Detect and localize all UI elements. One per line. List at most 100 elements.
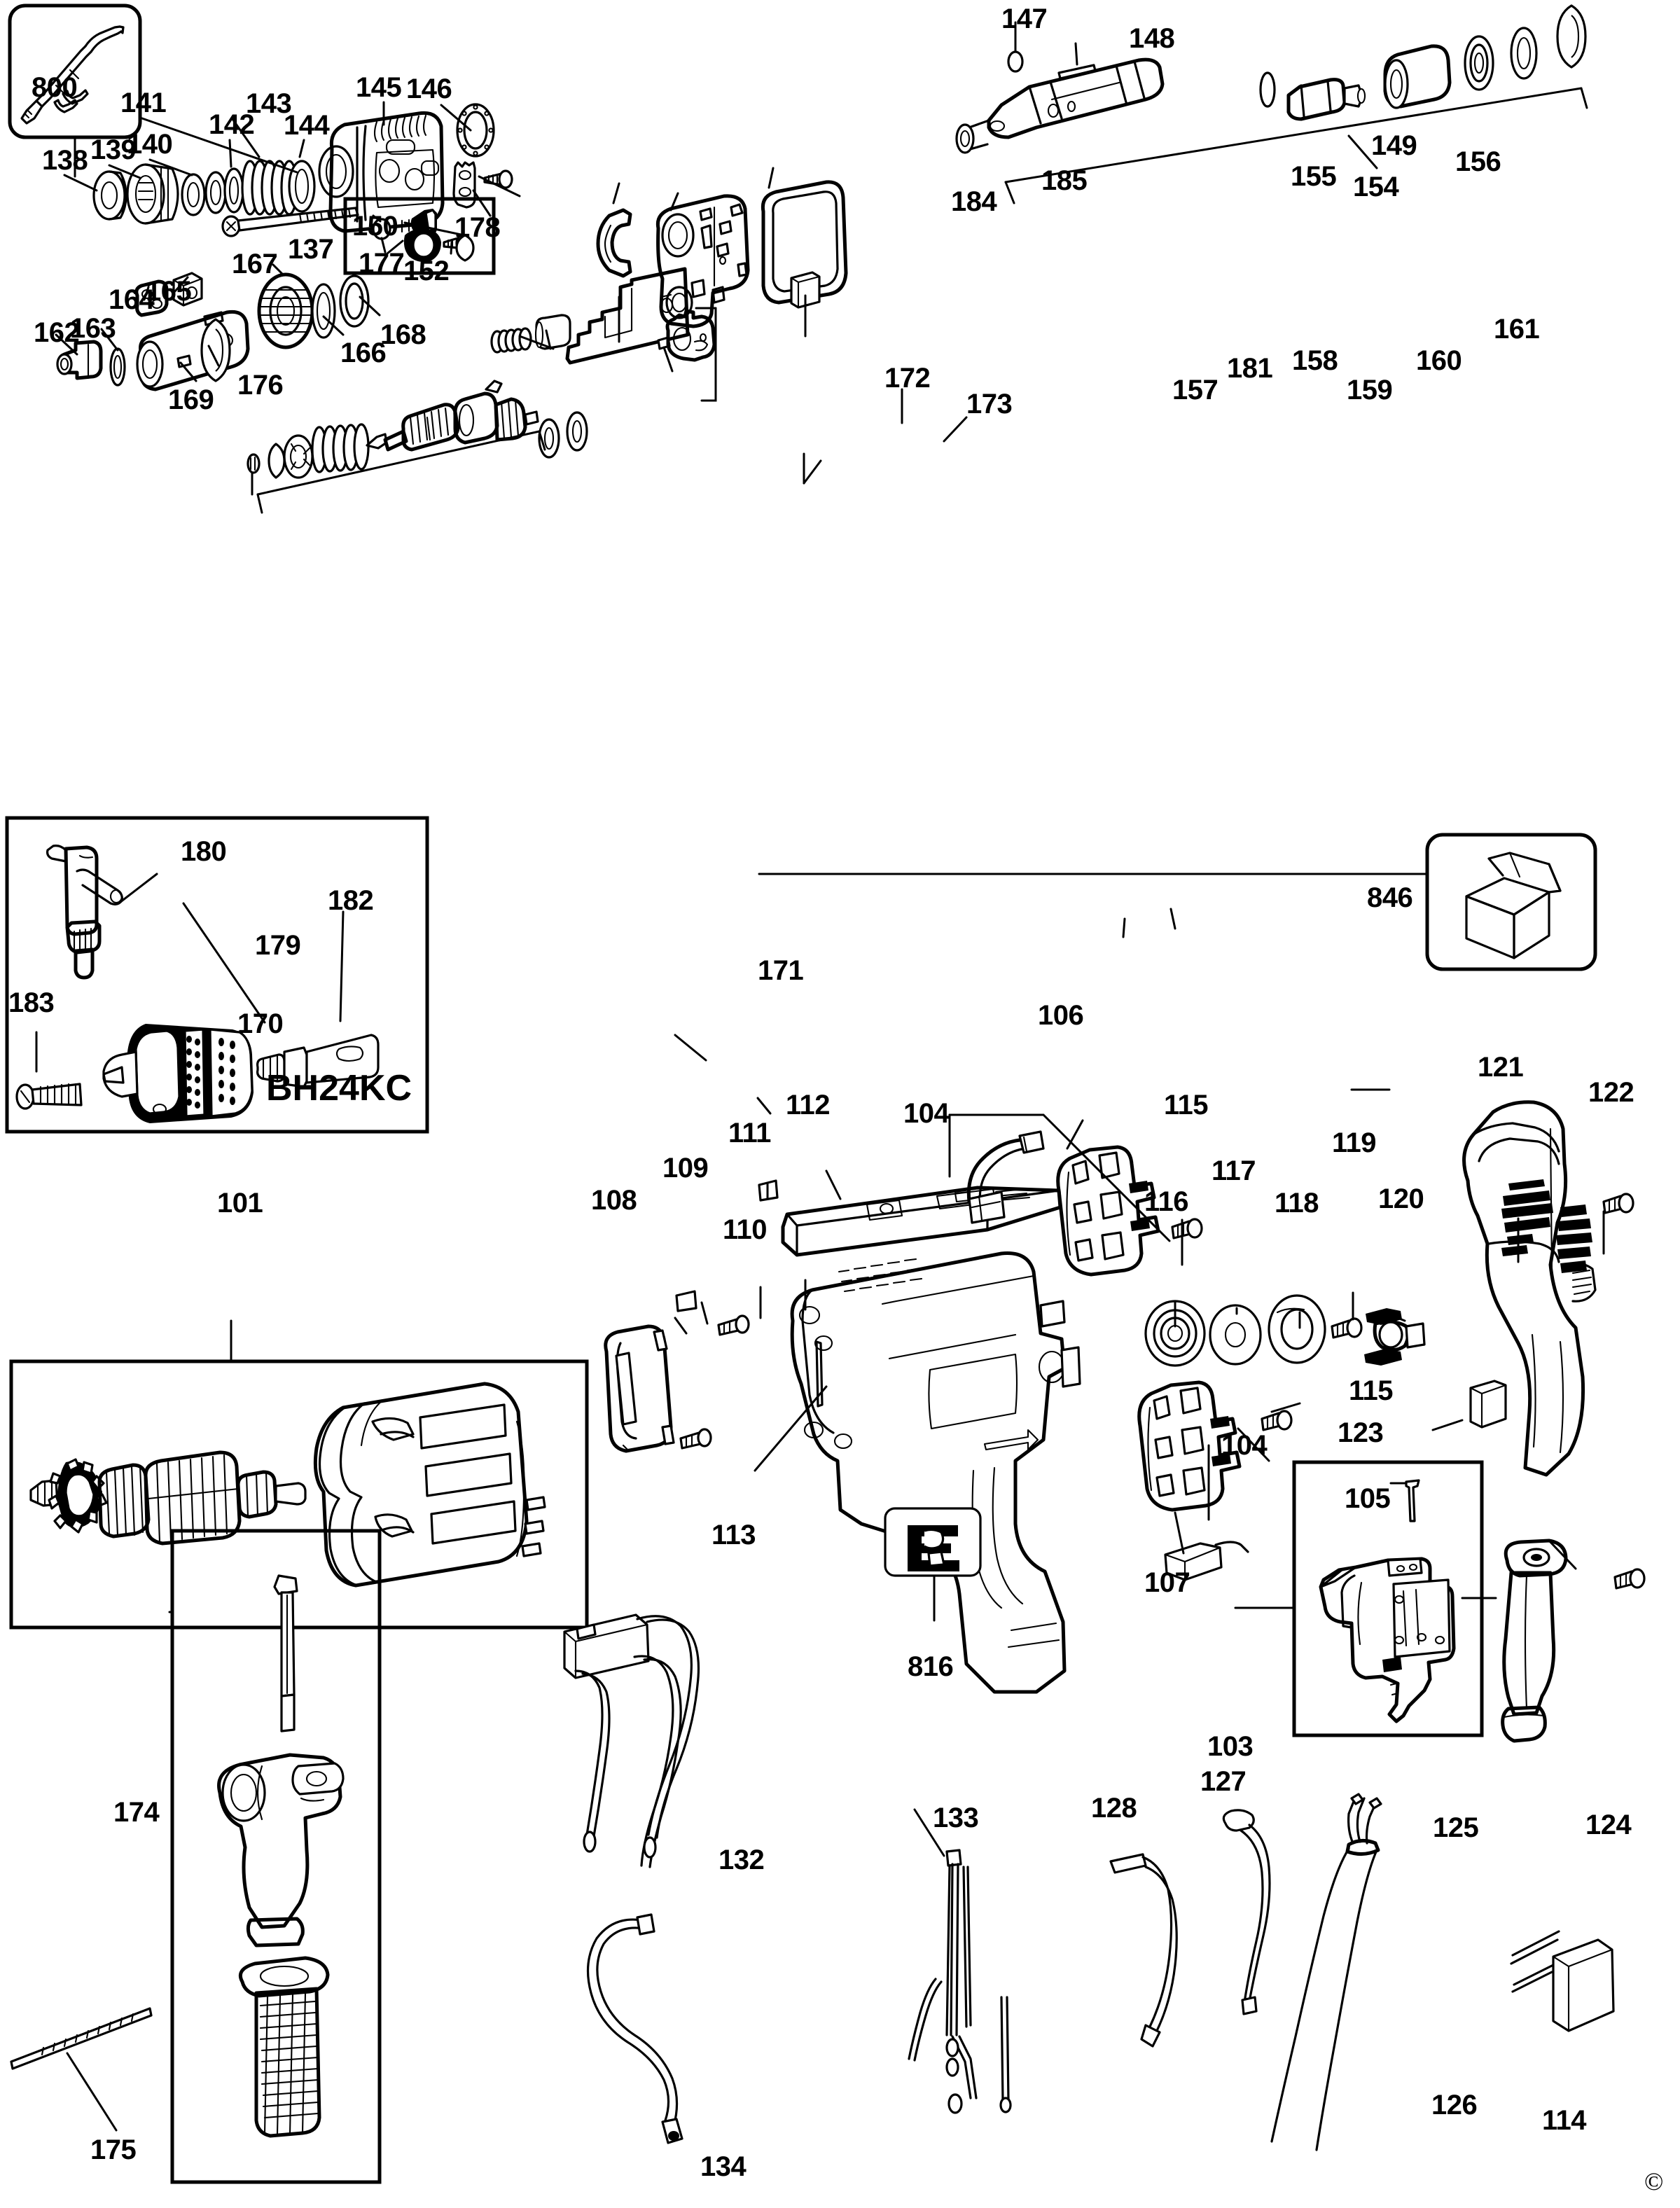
- copyright-symbol: ©: [1644, 2167, 1664, 2195]
- callout-179: 179: [255, 930, 301, 961]
- callout-178: 178: [454, 212, 501, 243]
- callout-800: 800: [32, 72, 78, 103]
- callout-163: 163: [70, 313, 116, 344]
- callout-117: 117: [1212, 1155, 1256, 1186]
- callout-144: 144: [284, 110, 330, 141]
- callout-104: 104: [903, 1098, 950, 1129]
- callout-150: 150: [352, 211, 398, 242]
- callout-140: 140: [127, 129, 173, 160]
- callout-154: 154: [1353, 172, 1399, 202]
- motor-box-101: [9, 1319, 589, 1630]
- callout-104b: 104: [1221, 1430, 1268, 1461]
- callout-155: 155: [1291, 161, 1337, 192]
- callout-125: 125: [1433, 1812, 1479, 1843]
- callout-110: 110: [723, 1214, 768, 1245]
- callout-123: 123: [1338, 1417, 1384, 1448]
- callout-167: 167: [232, 249, 278, 279]
- callout-171: 171: [758, 955, 804, 986]
- callout-147: 147: [1001, 4, 1048, 34]
- callout-174: 174: [113, 1797, 160, 1828]
- mode-selector-box: [343, 197, 496, 275]
- callout-128: 128: [1091, 1793, 1137, 1824]
- callout-132: 132: [718, 1845, 765, 1875]
- callout-169: 169: [168, 384, 214, 415]
- spindle-group: [55, 263, 381, 391]
- callout-170: 170: [237, 1008, 284, 1039]
- callout-149: 149: [1371, 130, 1417, 161]
- callout-846: 846: [1367, 882, 1413, 913]
- callout-119: 119: [1332, 1127, 1377, 1158]
- callout-101: 101: [217, 1188, 263, 1218]
- callout-115: 115: [1164, 1090, 1209, 1120]
- callout-133: 133: [933, 1803, 979, 1833]
- callout-126: 126: [1431, 2090, 1478, 2120]
- case-box-846: [758, 833, 1597, 971]
- callout-112: 112: [786, 1090, 831, 1120]
- side-handle-grip: [1461, 1539, 1577, 1743]
- callout-156: 156: [1455, 146, 1501, 177]
- callout-122: 122: [1588, 1077, 1634, 1108]
- callout-103: 103: [1207, 1731, 1254, 1762]
- main-housing-113: [790, 1251, 1081, 1694]
- callout-157: 157: [1172, 375, 1219, 405]
- callout-109: 109: [662, 1153, 709, 1183]
- hammer-front-parts: [92, 160, 359, 237]
- callout-115b: 115: [1349, 1375, 1394, 1406]
- callout-141: 141: [120, 88, 167, 118]
- callout-105: 105: [1345, 1483, 1391, 1514]
- intermediate-shaft-group: [247, 380, 968, 514]
- callout-111: 111: [728, 1118, 771, 1148]
- callout-120: 120: [1378, 1183, 1424, 1214]
- callout-168: 168: [380, 319, 426, 350]
- side-handle-box-174: [168, 1529, 382, 2184]
- callout-138: 138: [42, 145, 88, 176]
- callout-177: 177: [359, 248, 405, 279]
- callout-164: 164: [109, 284, 155, 315]
- callout-181: 181: [1227, 353, 1273, 384]
- bearing-group: [1144, 1218, 1426, 1431]
- callout-114: 114: [1542, 2105, 1587, 2136]
- callout-160: 160: [1416, 345, 1462, 376]
- handle-cover-group: [1431, 1100, 1646, 1590]
- callout-139: 139: [90, 134, 137, 165]
- callout-124: 124: [1585, 1810, 1632, 1840]
- field-housing-group: [604, 1169, 1081, 1694]
- callout-816: 816: [908, 1651, 954, 1682]
- callout-134: 134: [700, 2151, 747, 2182]
- callout-142: 142: [209, 109, 255, 140]
- callout-145: 145: [356, 72, 402, 103]
- callout-184: 184: [951, 186, 997, 217]
- leader-lines: [63, 101, 521, 217]
- callout-143: 143: [246, 88, 292, 119]
- callout-148: 148: [1129, 23, 1175, 54]
- callout-182: 182: [328, 885, 374, 916]
- callout-180: 180: [181, 836, 227, 867]
- callout-166: 166: [340, 338, 387, 368]
- callout-121: 121: [1478, 1052, 1524, 1083]
- callout-176: 176: [237, 370, 284, 401]
- callout-183: 183: [8, 987, 55, 1018]
- chuck-kit-box-BH24KC: [5, 816, 429, 1134]
- callout-172: 172: [884, 363, 931, 394]
- callout-173: 173: [966, 389, 1013, 419]
- callout-158: 158: [1292, 345, 1338, 376]
- callout-175: 175: [90, 2134, 137, 2165]
- accessory-box-800: [8, 4, 142, 178]
- brush-holder-group: [948, 1113, 1270, 1581]
- gear-case-group: [490, 167, 848, 402]
- callout-106: 106: [1038, 1000, 1084, 1031]
- callout-118: 118: [1275, 1188, 1319, 1218]
- callout-185: 185: [1041, 165, 1088, 196]
- callout-159: 159: [1347, 375, 1393, 405]
- callout-107: 107: [1144, 1567, 1190, 1598]
- callout-113: 113: [711, 1520, 756, 1550]
- model-tag-BH24KC: BH24KC: [266, 1068, 412, 1109]
- callout-146: 146: [406, 74, 452, 104]
- switch-box-103: [1234, 1460, 1484, 1737]
- callout-162: 162: [34, 317, 80, 348]
- callout-161: 161: [1494, 314, 1540, 345]
- depth-rod-175: [10, 2007, 153, 2132]
- callout-108: 108: [591, 1185, 637, 1216]
